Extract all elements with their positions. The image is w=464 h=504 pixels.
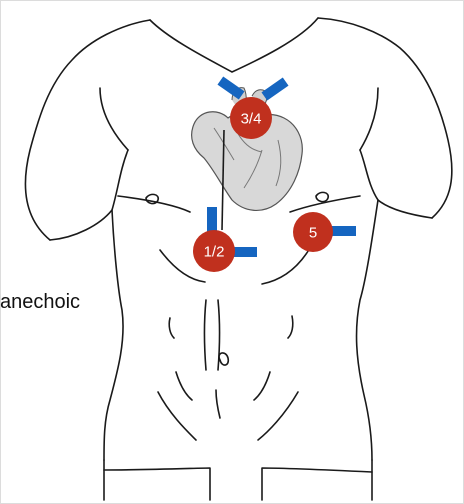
lower-midline — [216, 390, 220, 418]
marker-1-2-label: 1/2 — [204, 244, 225, 261]
marker-5: 5 — [293, 212, 333, 252]
left-waistband — [104, 468, 210, 500]
right-waistband — [262, 468, 372, 500]
probe-5-bar — [330, 226, 356, 236]
marker-3-4-label: 3/4 — [241, 111, 262, 128]
right-underarm — [360, 150, 432, 218]
left-deltoid-line — [100, 88, 128, 150]
marker-5-label: 5 — [309, 225, 317, 242]
right-nipple — [316, 192, 328, 201]
abs-left-1 — [169, 318, 174, 338]
left-nipple — [146, 194, 158, 203]
left-shoulder-outer — [25, 20, 150, 240]
probe-5 — [330, 226, 356, 236]
left-underarm — [50, 150, 128, 240]
probe-3-4-right-bar — [261, 77, 288, 100]
right-pectoral — [290, 196, 360, 212]
abs-right-1 — [288, 316, 293, 338]
linea-alba-left — [205, 300, 207, 370]
left-body-side — [104, 210, 123, 460]
right-shoulder-outer — [318, 18, 452, 218]
abs-right-2 — [254, 372, 270, 400]
marker-1-2: 1/2 — [193, 230, 235, 272]
abs-left-2 — [176, 372, 192, 400]
right-deltoid-line — [360, 88, 378, 150]
right-rib-curve — [262, 248, 310, 284]
marker-3-4: 3/4 — [230, 97, 272, 139]
iliac-right — [258, 392, 298, 440]
navel — [219, 353, 228, 365]
collar-line — [150, 18, 318, 72]
side-label: anechoic — [0, 290, 80, 314]
right-body-side — [357, 200, 378, 460]
